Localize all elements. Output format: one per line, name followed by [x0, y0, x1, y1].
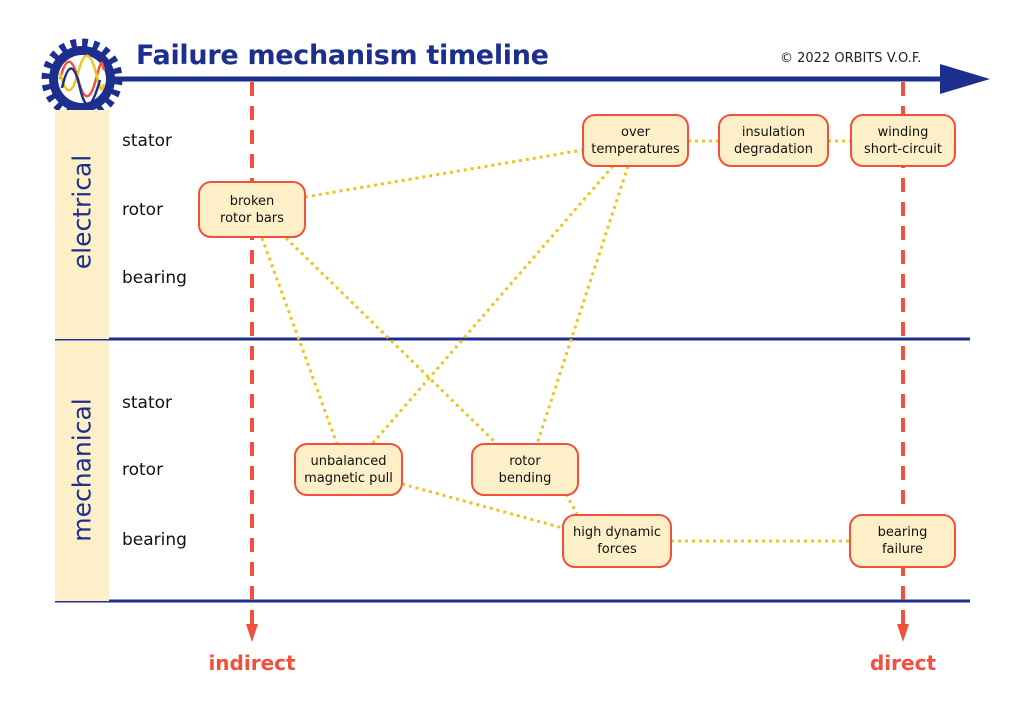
mechanical-category-label: mechanical [67, 398, 97, 542]
connector-rotorbars-ump [260, 237, 339, 445]
node-high-dynamic-forces: high dynamic forces [562, 514, 672, 568]
indirect-arrowhead [246, 624, 258, 642]
page-title: Failure mechanism timeline [136, 40, 549, 71]
gear-sine-wave-logo-icon [41, 38, 123, 120]
node-bearing-failure: bearing failure [849, 514, 956, 568]
node-broken-rotor-bars: broken rotor bars [198, 181, 306, 238]
node-rotor-bending: rotor bending [471, 443, 579, 496]
electrical-category-label: electrical [67, 154, 97, 270]
direct-arrowhead [897, 624, 909, 642]
indirect-label: indirect [208, 651, 296, 675]
node-winding-short-circuit: winding short-circuit [850, 114, 956, 167]
mechanical-band [55, 341, 109, 601]
timeline-arrowhead [940, 64, 990, 94]
mechanical-row-bearing: bearing [122, 530, 187, 550]
connector-rotorbars-rotorbending [284, 236, 499, 446]
connector-overtemp-ump [370, 165, 615, 445]
mechanical-row-rotor: rotor [122, 460, 164, 480]
electrical-row-stator: stator [122, 131, 172, 151]
copyright-text: © 2022 ORBITS V.O.F. [780, 51, 922, 66]
node-insulation-degradation: insulation degradation [718, 114, 829, 167]
connector-overtemp-rotorbending [535, 165, 630, 445]
electrical-row-rotor: rotor [122, 200, 164, 220]
node-unbalanced-magnetic-pull: unbalanced magnetic pull [294, 443, 403, 496]
connector-rotorbending-highdynamic [564, 493, 579, 515]
electrical-band [55, 110, 109, 339]
direct-label: direct [869, 651, 937, 675]
mechanical-row-stator: stator [122, 393, 172, 413]
electrical-row-bearing: bearing [122, 268, 187, 288]
connector-rotorbars-overtemp [304, 148, 584, 199]
node-over-temperatures: over temperatures [582, 114, 689, 167]
